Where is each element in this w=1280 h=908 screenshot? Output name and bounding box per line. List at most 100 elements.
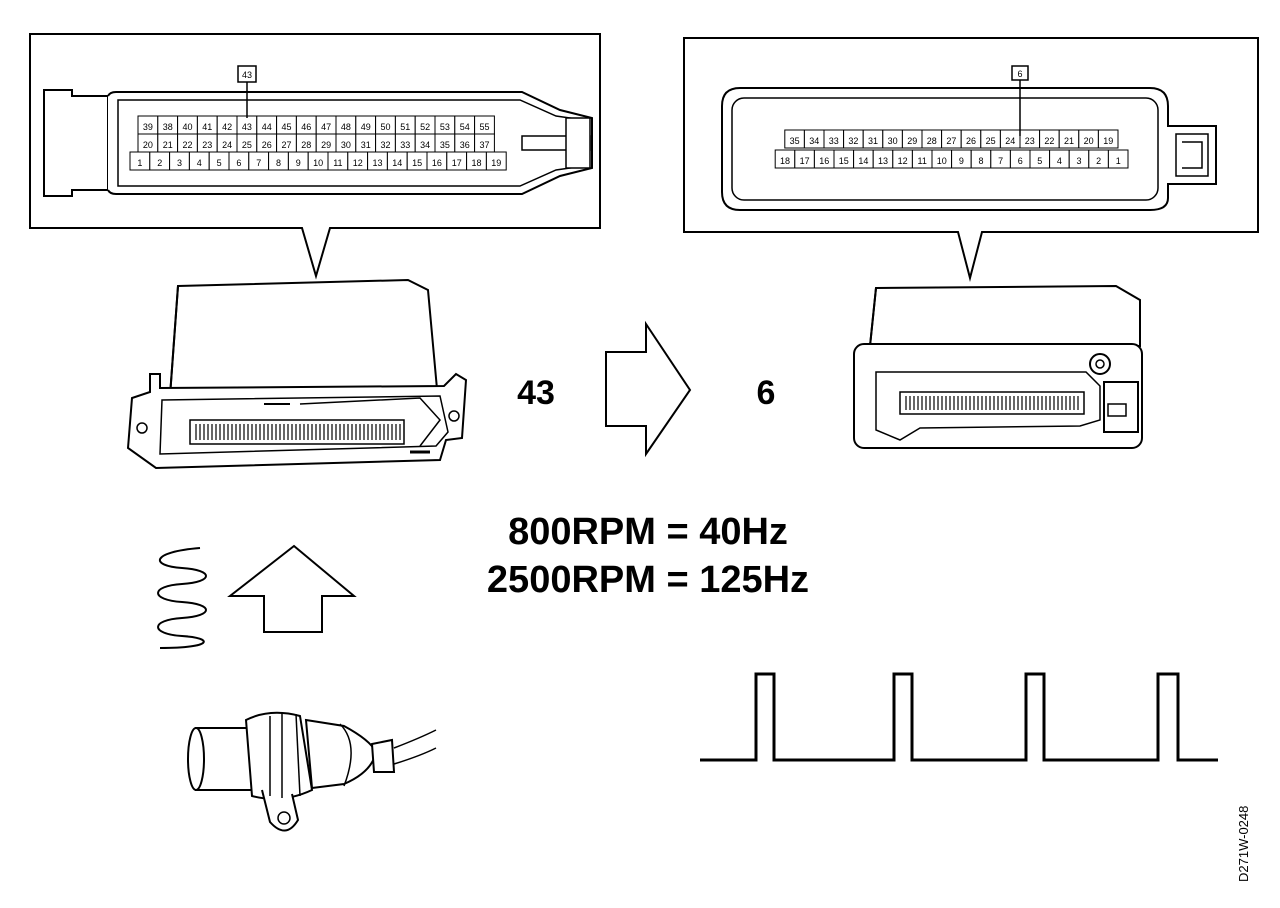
sine-wave-signal xyxy=(157,547,207,649)
pin-number: 38 xyxy=(163,122,173,132)
pin-number: 33 xyxy=(829,136,839,146)
pin-number: 22 xyxy=(182,140,192,150)
pin-number: 5 xyxy=(217,158,222,168)
pin-number: 54 xyxy=(460,122,470,132)
right-ecu-module xyxy=(853,284,1143,449)
pin-number: 21 xyxy=(1064,136,1074,146)
pin-number: 17 xyxy=(452,158,462,168)
right-arrow xyxy=(605,320,692,458)
pin-number: 27 xyxy=(946,136,956,146)
left-highlight-label: 43 xyxy=(242,70,252,80)
pin-number: 16 xyxy=(819,156,829,166)
pin-number: 14 xyxy=(858,156,868,166)
pin-number: 39 xyxy=(143,122,153,132)
pin-number: 26 xyxy=(262,140,272,150)
pin-number: 19 xyxy=(491,158,501,168)
pin-number: 36 xyxy=(460,140,470,150)
pin-number: 44 xyxy=(262,122,272,132)
pin-number: 30 xyxy=(888,136,898,146)
pin-number: 24 xyxy=(222,140,232,150)
pin-number: 13 xyxy=(372,158,382,168)
pin-number: 8 xyxy=(978,156,983,166)
up-arrow xyxy=(227,544,357,633)
pin-number: 48 xyxy=(341,122,351,132)
right-connector-latch xyxy=(1175,133,1209,177)
pin-to-number: 6 xyxy=(757,374,776,412)
pin-number: 20 xyxy=(143,140,153,150)
pin-number: 28 xyxy=(301,140,311,150)
pin-number: 18 xyxy=(780,156,790,166)
pin-cell xyxy=(1097,129,1119,149)
pin-number: 8 xyxy=(276,158,281,168)
pin-number: 23 xyxy=(1025,136,1035,146)
figure-id: D271W-0248 xyxy=(1236,806,1251,882)
pin-number: 10 xyxy=(313,158,323,168)
pin-number: 33 xyxy=(400,140,410,150)
pin-number: 3 xyxy=(177,158,182,168)
pin-number: 42 xyxy=(222,122,232,132)
pin-number: 9 xyxy=(959,156,964,166)
pin-number: 14 xyxy=(392,158,402,168)
pin-number: 20 xyxy=(1084,136,1094,146)
pin-number: 15 xyxy=(412,158,422,168)
pin-number: 32 xyxy=(848,136,858,146)
pin-number: 1 xyxy=(1116,156,1121,166)
pin-number: 6 xyxy=(236,158,241,168)
pin-number: 3 xyxy=(1076,156,1081,166)
pin-number: 49 xyxy=(361,122,371,132)
pin-number: 1 xyxy=(137,158,142,168)
pin-number: 18 xyxy=(471,158,481,168)
pin-number: 25 xyxy=(242,140,252,150)
pin-number: 28 xyxy=(927,136,937,146)
rpm-line-1: 800RPM = 40Hz xyxy=(508,511,788,553)
square-wave-signal xyxy=(700,672,1218,762)
pin-number: 2 xyxy=(1096,156,1101,166)
pin-number: 10 xyxy=(937,156,947,166)
pin-number: 17 xyxy=(800,156,810,166)
pin-cell xyxy=(1107,149,1129,169)
pin-number: 34 xyxy=(809,136,819,146)
right-connector-housing xyxy=(721,87,1217,211)
pin-number: 40 xyxy=(182,122,192,132)
pin-number: 9 xyxy=(296,158,301,168)
pin-number: 35 xyxy=(440,140,450,150)
left-ecu-module xyxy=(126,278,468,470)
pin-number: 53 xyxy=(440,122,450,132)
pin-number: 37 xyxy=(479,140,489,150)
pin-number: 13 xyxy=(878,156,888,166)
crankshaft-sensor xyxy=(187,711,437,832)
pin-number: 29 xyxy=(321,140,331,150)
pin-number: 11 xyxy=(918,156,927,166)
pin-number: 26 xyxy=(966,136,976,146)
pin-number: 19 xyxy=(1103,136,1113,146)
pin-number: 30 xyxy=(341,140,351,150)
pin-number: 35 xyxy=(790,136,800,146)
pin-number: 12 xyxy=(353,158,363,168)
pin-number: 31 xyxy=(868,136,878,146)
pin-number: 5 xyxy=(1037,156,1042,166)
pin-number: 6 xyxy=(1018,156,1023,166)
pin-number: 4 xyxy=(197,158,202,168)
pin-number: 32 xyxy=(380,140,390,150)
right-highlight-label: 6 xyxy=(1017,69,1022,79)
pin-number: 11 xyxy=(333,158,342,168)
right-ecu-connector-teeth xyxy=(905,396,1079,410)
pin-number: 7 xyxy=(256,158,261,168)
pin-number: 27 xyxy=(281,140,291,150)
pin-number: 31 xyxy=(361,140,371,150)
pin-number: 43 xyxy=(242,122,252,132)
pin-number: 29 xyxy=(907,136,917,146)
pin-number: 21 xyxy=(163,140,173,150)
pin-number: 12 xyxy=(898,156,908,166)
left-connector-latch xyxy=(43,89,109,197)
pin-number: 47 xyxy=(321,122,331,132)
pin-number: 46 xyxy=(301,122,311,132)
pin-number: 23 xyxy=(202,140,212,150)
rpm-line-2: 2500RPM = 125Hz xyxy=(487,559,809,601)
pin-number: 45 xyxy=(281,122,291,132)
